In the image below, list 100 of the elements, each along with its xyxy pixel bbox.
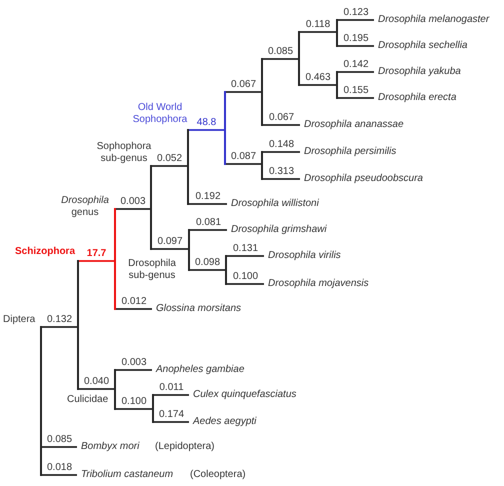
order-label: (Coleoptera) xyxy=(190,469,246,481)
node-line xyxy=(224,91,226,165)
species-name: Aedes aegypti xyxy=(193,416,256,428)
branch-length: 0.018 xyxy=(46,462,72,474)
node-line xyxy=(225,255,227,285)
branch-line xyxy=(263,178,300,180)
node-line xyxy=(298,31,300,86)
node-line xyxy=(152,394,154,423)
node-line xyxy=(150,165,152,250)
branch-line xyxy=(79,260,114,262)
branch-line xyxy=(226,163,261,165)
branch-length: 0.098 xyxy=(194,257,220,269)
branch-length: 0.081 xyxy=(196,217,222,229)
branch-line xyxy=(190,229,227,231)
branch-length: 0.067 xyxy=(268,112,294,124)
branch-line xyxy=(189,129,224,131)
species-name: Bombyx mori xyxy=(81,441,140,453)
node-line xyxy=(261,151,263,180)
branch-line xyxy=(79,388,114,390)
species-name: Drosophila yakuba xyxy=(378,66,461,78)
branch-line xyxy=(42,474,77,476)
branch-length: 48.8 xyxy=(196,117,216,129)
branch-length: 0.087 xyxy=(230,151,256,163)
branch-line xyxy=(227,283,264,285)
branch-length: 0.067 xyxy=(230,79,256,91)
species-name: Drosophila persimilis xyxy=(304,146,396,158)
branch-length: 0.100 xyxy=(121,396,147,408)
species-name: Culex quinquefasciatus xyxy=(193,389,296,401)
branch-line xyxy=(152,165,187,167)
branch-length: 0.155 xyxy=(343,85,369,97)
branch-length: 0.174 xyxy=(158,409,184,421)
branch-line xyxy=(338,19,374,21)
branch-length: 0.142 xyxy=(343,59,369,71)
branch-line xyxy=(189,203,227,205)
branch-length: 0.052 xyxy=(156,153,182,165)
branch-line xyxy=(190,269,225,271)
branch-line xyxy=(227,255,264,257)
node-line xyxy=(114,369,116,410)
species-name: Drosophila pseudoobscura xyxy=(304,173,423,185)
clade-label: Drosophila genus xyxy=(60,195,110,219)
species-name: Drosophila willistoni xyxy=(231,198,319,210)
branch-length: 0.100 xyxy=(232,271,258,283)
branch-line xyxy=(116,369,152,371)
branch-length: 0.118 xyxy=(306,19,330,31)
species-name: Drosophila sechellia xyxy=(378,40,468,52)
species-name: Drosophila erecta xyxy=(378,92,456,104)
branch-length: 0.123 xyxy=(343,7,369,19)
branch-line xyxy=(300,31,336,33)
species-name: Glossina morsitans xyxy=(156,303,242,315)
branch-length: 0.131 xyxy=(232,243,258,255)
branch-line xyxy=(154,421,189,423)
branch-line xyxy=(263,124,300,126)
branch-line xyxy=(263,58,298,60)
order-label: (Lepidoptera) xyxy=(155,441,214,453)
branch-length: 0.313 xyxy=(268,166,294,178)
branch-line xyxy=(263,151,300,153)
branch-line xyxy=(154,394,189,396)
branch-length: 0.192 xyxy=(195,191,221,203)
branch-length: 0.132 xyxy=(46,314,72,326)
node-line xyxy=(336,19,338,47)
branch-length: 0.085 xyxy=(46,434,72,446)
branch-line xyxy=(42,326,77,328)
species-name: Anopheles gambiae xyxy=(156,364,244,376)
branch-line xyxy=(116,408,152,410)
branch-line xyxy=(226,91,261,93)
branch-line xyxy=(116,208,150,210)
node-line xyxy=(336,71,338,99)
branch-length: 0.097 xyxy=(157,236,183,248)
branch-line xyxy=(300,84,336,86)
species-name: Drosophila melanogaster xyxy=(378,14,490,26)
branch-line xyxy=(42,446,77,448)
branch-line xyxy=(338,45,374,47)
branch-length: 0.003 xyxy=(121,357,147,369)
clade-label: Old World Sophophora xyxy=(132,102,188,126)
node-line xyxy=(40,326,42,476)
node-line xyxy=(261,58,263,126)
branch-line xyxy=(338,71,374,73)
species-name: Drosophila ananassae xyxy=(304,119,404,131)
species-name: Drosophila mojavensis xyxy=(268,278,369,290)
clade-label: Culicidae xyxy=(67,394,108,406)
species-name: Tribolium castaneum xyxy=(81,469,174,481)
clade-label: Diptera xyxy=(3,314,36,326)
branch-length: 0.085 xyxy=(268,46,294,58)
branch-length: 0.003 xyxy=(120,196,146,208)
species-name: Drosophila grimshawi xyxy=(231,224,327,236)
node-line xyxy=(77,260,79,390)
branch-length: 0.148 xyxy=(268,139,294,151)
clade-label: Sophophora sub-genus xyxy=(96,141,152,165)
clade-label: Drosophila sub-genus xyxy=(127,258,177,282)
branch-line xyxy=(116,308,152,310)
branch-length: 0.463 xyxy=(305,72,331,84)
clade-label: Schizophora xyxy=(15,246,76,258)
species-name: Drosophila virilis xyxy=(268,250,341,262)
branch-line xyxy=(152,248,188,250)
node-line xyxy=(114,208,116,310)
branch-length: 0.012 xyxy=(121,296,147,308)
branch-line xyxy=(338,97,374,99)
branch-length: 0.195 xyxy=(343,33,369,45)
node-line xyxy=(187,129,189,205)
branch-length: 0.040 xyxy=(84,376,110,388)
